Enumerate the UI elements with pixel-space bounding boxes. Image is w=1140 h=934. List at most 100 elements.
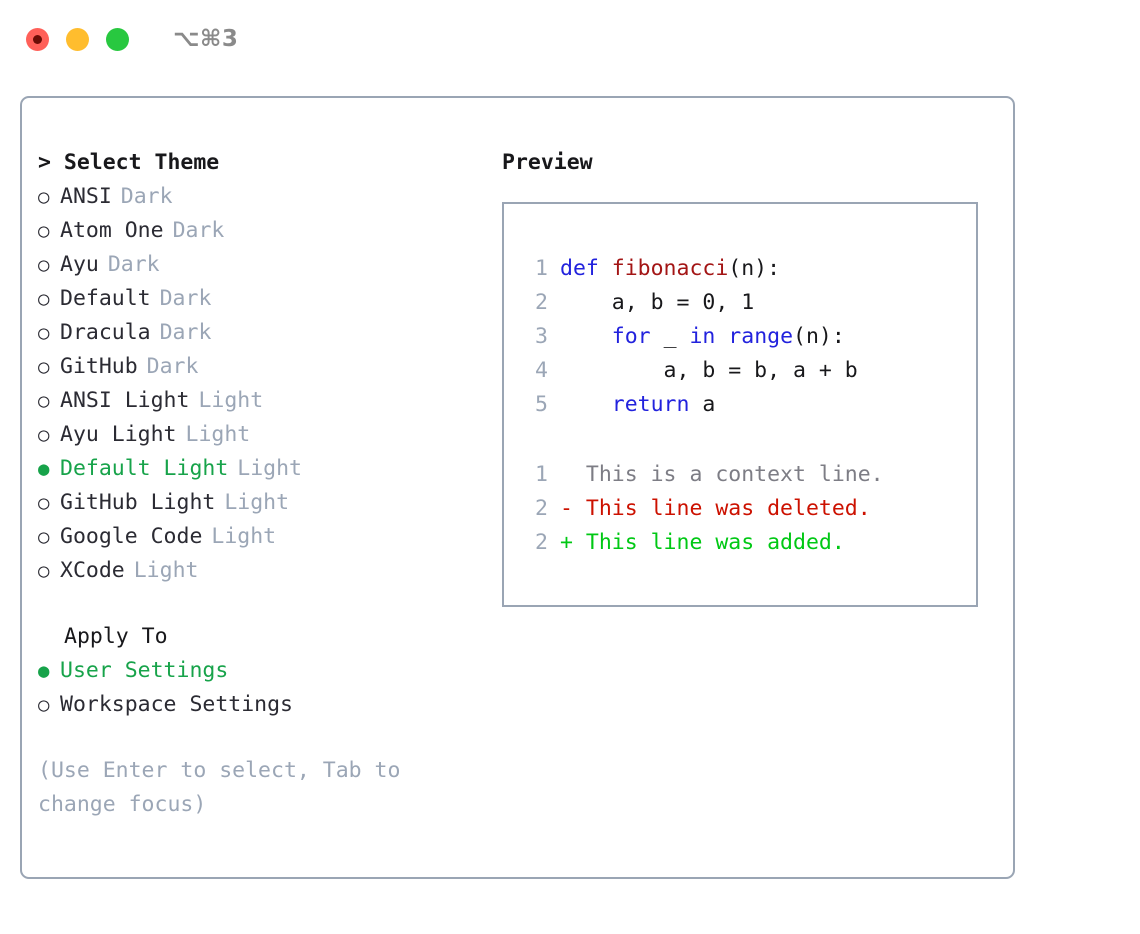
theme-option-label: Atom One — [60, 218, 164, 243]
theme-option-badge: Dark — [146, 354, 199, 379]
list-spacer — [38, 588, 478, 620]
code-token-fn: fibonacci — [611, 256, 729, 281]
code-token-txt — [560, 324, 612, 349]
theme-option-ayu[interactable]: ○ Ayu Dark — [38, 248, 478, 282]
diff-line-del: 2 - This line was deleted. — [518, 492, 976, 526]
minimize-button[interactable] — [66, 27, 89, 51]
theme-option-badge: Dark — [120, 184, 173, 209]
theme-option-ansi[interactable]: ○ ANSI Dark — [38, 180, 478, 214]
radio-unselected-icon: ○ — [38, 492, 50, 514]
code-token-kw: for — [611, 324, 651, 349]
code-line-number: 4 — [535, 358, 548, 383]
code-line-content: a, b = 0, 1 — [560, 286, 754, 320]
theme-option-badge: Light — [133, 558, 199, 583]
code-line-content: a, b = b, a + b — [560, 354, 858, 388]
code-line: 5 return a — [518, 388, 976, 422]
theme-option-default[interactable]: ○ Default Dark — [38, 282, 478, 316]
code-line: 2 a, b = 0, 1 — [518, 286, 976, 320]
recording-indicator-icon — [33, 34, 42, 44]
code-line-number: 2 — [535, 290, 548, 315]
theme-option-atom-one[interactable]: ○ Atom One Dark — [38, 214, 478, 248]
radio-unselected-icon: ○ — [38, 220, 50, 242]
theme-option-label: Default — [60, 286, 151, 311]
radio-unselected-icon: ○ — [38, 560, 50, 582]
code-line-content: return a — [560, 388, 716, 422]
diff-line-content: + This line was added. — [560, 530, 845, 555]
theme-option-label: ANSI — [60, 184, 112, 209]
radio-unselected-icon: ○ — [38, 390, 50, 412]
theme-option-label: GitHub Light — [60, 490, 216, 515]
apply-to-option-workspace-settings[interactable]: ○Workspace Settings — [38, 688, 478, 722]
code-token-kw: return — [611, 392, 690, 417]
theme-option-github[interactable]: ○ GitHub Dark — [38, 350, 478, 384]
diff-sample: 1 This is a context line. 2 - This line wa… — [518, 458, 976, 560]
radio-unselected-icon: ○ — [38, 424, 50, 446]
zoom-button[interactable] — [106, 27, 129, 51]
theme-option-badge: Dark — [107, 252, 160, 277]
radio-unselected-icon: ○ — [38, 322, 50, 344]
apply-to-list[interactable]: ●User Settings○Workspace Settings — [38, 654, 478, 722]
code-line: 3 for _ in range(n): — [518, 320, 976, 354]
code-line-content: def fibonacci(n): — [560, 252, 780, 286]
code-line-number: 5 — [535, 392, 548, 417]
close-button[interactable] — [26, 27, 49, 51]
theme-option-badge: Light — [224, 490, 290, 515]
code-token-txt: a — [689, 392, 716, 417]
select-theme-header: > Select Theme — [38, 150, 220, 175]
apply-to-option-user-settings[interactable]: ●User Settings — [38, 654, 478, 688]
theme-option-badge: Dark — [159, 286, 212, 311]
theme-option-ayu-light[interactable]: ○ Ayu Light Light — [38, 418, 478, 452]
title-bar: ⌥⌘3 — [0, 0, 1140, 78]
theme-option-github-light[interactable]: ○ GitHub Light Light — [38, 486, 478, 520]
radio-unselected-icon: ○ — [38, 356, 50, 378]
apply-to-option-label: Workspace Settings — [60, 692, 293, 717]
apply-to-title: Apply To — [64, 624, 168, 649]
code-line: 4 a, b = b, a + b — [518, 354, 976, 388]
theme-option-google-code[interactable]: ○ Google Code Light — [38, 520, 478, 554]
theme-option-badge: Light — [185, 422, 251, 447]
diff-line-number: 1 — [535, 462, 548, 487]
radio-selected-icon: ● — [38, 458, 50, 480]
radio-unselected-icon: ○ — [38, 254, 50, 276]
diff-line-number: 2 — [535, 496, 548, 521]
code-token-txt: _ — [650, 324, 690, 349]
diff-line-content: - This line was deleted. — [560, 496, 871, 521]
theme-option-label: XCode — [60, 558, 125, 583]
code-token-txt: (n): — [728, 256, 781, 281]
radio-unselected-icon: ○ — [38, 288, 50, 310]
radio-unselected-icon: ○ — [38, 186, 50, 208]
diff-line-number: 2 — [535, 530, 548, 555]
theme-option-xcode[interactable]: ○ XCode Light — [38, 554, 478, 588]
code-line-number: 1 — [535, 256, 548, 281]
keyboard-hint-text: (Use Enter to select, Tab to change focu… — [38, 758, 401, 817]
theme-option-label: Google Code — [60, 524, 203, 549]
window-controls — [26, 27, 129, 51]
diff-line-ctx: 1 This is a context line. — [518, 458, 976, 492]
code-token-kw: def — [560, 256, 612, 281]
theme-option-dracula[interactable]: ○ Dracula Dark — [38, 316, 478, 350]
theme-option-label: Ayu Light — [60, 422, 177, 447]
theme-option-label: GitHub — [60, 354, 138, 379]
radio-unselected-icon: ○ — [38, 526, 50, 548]
diff-line-add: 2 + This line was added. — [518, 526, 976, 560]
theme-option-badge: Dark — [159, 320, 212, 345]
theme-option-badge: Light — [211, 524, 277, 549]
code-line: 1 def fibonacci(n): — [518, 252, 976, 286]
code-token-txt — [560, 392, 612, 417]
theme-option-label: Dracula — [60, 320, 151, 345]
theme-option-badge: Dark — [172, 218, 225, 243]
code-token-txt: (n): — [793, 324, 845, 349]
theme-option-label: Ayu — [60, 252, 99, 277]
code-token-txt: a, b = b, a + b — [560, 358, 858, 383]
code-line-number: 3 — [535, 324, 548, 349]
code-token-kw: in range — [689, 324, 794, 349]
theme-option-badge: Light — [198, 388, 264, 413]
preview-title: Preview — [502, 150, 593, 175]
